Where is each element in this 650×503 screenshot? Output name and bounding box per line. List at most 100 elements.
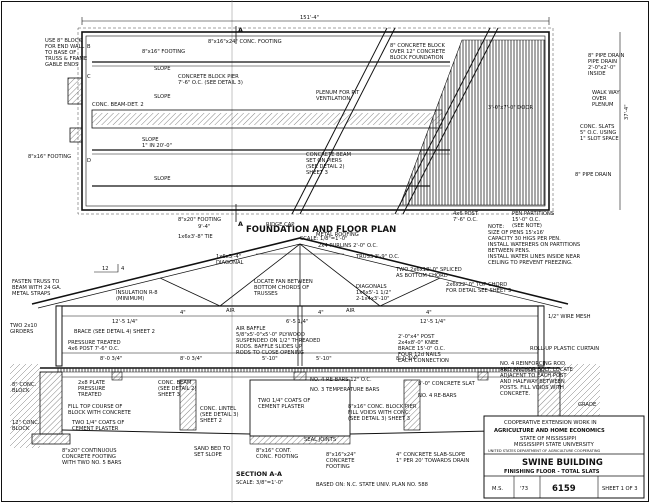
marker-b: B	[87, 44, 91, 50]
half-span-label: 9'-4"	[198, 224, 210, 230]
slope-label-3: SLOPE	[154, 176, 171, 182]
grade-label: GRADE	[578, 402, 596, 408]
slope-pit-label: SLOPE 1" IN 20'-0"	[142, 137, 172, 149]
org-line-4: MISSISSIPPI STATE UNIVERSITY	[514, 442, 595, 448]
section-marker-bottom: A	[238, 220, 243, 228]
end-wall-note: USE 8" BLOCK FOR END WALL TO BASE OF TRU…	[44, 38, 89, 68]
rebars-mid-label: NO. 4 RE-BARS	[418, 393, 457, 399]
marker-d: D	[87, 158, 91, 164]
section-marker-top: A	[238, 26, 243, 34]
dim-8-left: 8'-0 3/4"	[100, 356, 122, 362]
section-scale: SCALE: 3/8"=1'-0"	[236, 480, 283, 486]
footing-top-label: 8"x16" FOOTING	[142, 49, 185, 55]
org-line-2: AGRICULTURE AND HOME ECONOMICS	[494, 428, 605, 434]
sand-bed-label: SAND BED TO SET SLOPE	[194, 446, 232, 458]
insulation-label: INSULATION R-8 (MINIMUM)	[116, 290, 159, 302]
marker-c: C	[87, 74, 91, 80]
two-coats-mid-label: TWO 1/4" COATS OF CEMENT PLASTER	[257, 398, 312, 410]
conc-footing-label: 8"x16"x24" CONC. FOOTING	[208, 39, 282, 45]
post-label: 4x6 POST 7'-6" O.C.	[453, 211, 480, 223]
block-12-label: 12" CONC. BLOCK	[12, 420, 41, 432]
girders-label: TWO 2x10 GIRDERS	[9, 323, 39, 335]
slab-slope-label: 4" CONCRETE SLAB-SLOPE 1" PER 20' TOWARD…	[396, 452, 469, 464]
beams-on-piers-label: CONCRETE BEAM SET ON PIERS (SEE DETAIL 2…	[306, 152, 353, 176]
cont-footing-label: 8"x20" CONTINUOUS CONCRETE FOOTING WITH …	[62, 448, 121, 466]
pitch-rise: 4	[121, 266, 125, 272]
knee-brace-label: 2'-0"x4" POST 2x4x8'-0" KNEE BRACE 15'-0…	[398, 334, 449, 364]
pitch-run: 12	[102, 266, 109, 272]
overall-length: 151'-4"	[300, 15, 319, 21]
purlins-label: 2x4 PURLINS 2'-0" O.C.	[318, 243, 378, 249]
block-pier-label: CONCRETE BLOCK PIER 7'-6" O.C. (SEE DETA…	[178, 74, 243, 86]
svg-text:NOTE: SIZE OF PENS 15'x1: NOTE: SIZE OF PENS 15'x16' CAPACITY 30 H…	[488, 224, 582, 266]
air-label-left: AIR	[226, 308, 235, 314]
fasten-label: FASTEN TRUSS TO BEAM WITH 24 GA. METAL S…	[12, 279, 63, 297]
roll-curtain-label: ROLL-UP PLASTIC CURTAIN	[530, 346, 599, 352]
org-line-1: COOPERATIVE EXTENSION WORK IN	[504, 420, 597, 426]
general-note: NOTE: SIZE OF PENS 15'x16' CAPACITY 30 H…	[488, 224, 582, 266]
plan-scale: SCALE: 1/8"=1'-0"	[300, 236, 347, 242]
footing-bottom-label: 8"x20" FOOTING	[178, 217, 221, 223]
walkway-label: WALK WAY OVER PLENUM	[592, 90, 621, 108]
rebar-note: NO. 4 REINFORCING ROD AND ANCHOR BOLT. L…	[500, 361, 575, 397]
plan-number: 6159	[552, 484, 576, 494]
dim-8-right: 8'-0 3/4"	[396, 356, 418, 362]
pen-partitions-label: PEN PARTITIONS 15'-0" O.C. (SEE NOTE)	[512, 211, 556, 229]
drawing-title: SWINE BUILDING	[522, 458, 603, 468]
plan-title: FOUNDATION AND FLOOR PLAN	[246, 225, 396, 235]
dim-4-left: 4"	[180, 310, 186, 316]
conc-beam-section-label: CONC. BEAM (SEE DETAIL 2) SHEET 3	[158, 380, 198, 398]
foundation-plan: 151'-4" A A B C D USE 8" BLO	[28, 15, 630, 242]
conc-beam-label: CONC. BEAM-DET. 2	[92, 102, 144, 108]
footing-left-label: 8"x16" FOOTING	[28, 154, 71, 160]
temp-bars-label: NO. 3 TEMPERATURE BARS	[310, 387, 379, 393]
two-coats-left-label: TWO 1/4" COATS OF CEMENT PLASTER	[71, 420, 126, 432]
dim-8-mid: 8'-0 3/4"	[180, 356, 202, 362]
title-block: COOPERATIVE EXTENSION WORK IN AGRICULTUR…	[483, 415, 645, 499]
dim-mid: 6'-5 1/4"	[286, 319, 308, 325]
based-on-label: BASED ON: N.C. STATE UNIV. PLAN NO. 588	[316, 482, 428, 488]
slope-label-1: SLOPE	[154, 66, 171, 72]
series: M.S.	[492, 486, 503, 492]
top-chord-label: 2x6x22'-0" TOP CHORD FOR DETAIL SEE SHEE…	[446, 282, 511, 294]
diagonal-label: 1x6x3'-4" DIAGONAL	[216, 254, 244, 266]
sheet-number: SHEET 1 OF 3	[602, 486, 638, 492]
slat-label: 8'-0" CONCRETE SLAT	[418, 381, 476, 387]
drawing-subtitle: FINISHING FLOOR - TOTAL SLATS	[504, 469, 600, 475]
rebars-top-label: NO. 4 RE-BARS 12" O.C.	[310, 377, 372, 383]
block-wall-label: 8" CONCRETE BLOCK OVER 12" CONCRETE BLOC…	[390, 43, 447, 61]
wire-mesh-label: 1/2" WIRE MESH	[548, 314, 591, 320]
right-dim: 37'-4"	[624, 104, 630, 120]
year: '73	[520, 486, 528, 492]
pier-footing-label: 8"x16"x24" CONCRETE FOOTING	[326, 452, 357, 470]
dim-12-left: 12'-5 1/4"	[112, 319, 138, 325]
tie-label: 1x6x3'-8" TIE	[178, 234, 213, 240]
section-title: SECTION A-A	[236, 470, 282, 478]
seal-joints-label: SEAL JOINTS	[304, 437, 336, 443]
truss-label: TRUSS 3'-9" O.C.	[355, 254, 400, 260]
org-line-5: UNITED STATES DEPARTMENT OF AGRICULTURE …	[488, 449, 601, 453]
air-label-right: AIR	[346, 308, 355, 314]
conc-block-left-label: 8" CONC. BLOCK	[12, 382, 38, 394]
ridge-cap-label: RIDGE CAP	[266, 222, 294, 228]
fan-label: LOCATE FAN BETWEEN BOTTOM CHORDS OF TRUS…	[253, 279, 314, 297]
slats-label: CONC. SLATS 5" O.C. USING 1" SLOT SPACE	[580, 124, 619, 142]
treated-post-label: PRESSURE TREATED 4x6 POST 7'-6" O.C.	[68, 340, 122, 352]
two-splice-label: TWO 2x6x18'-0" SPLICED AS BOTTOM CHORD	[395, 267, 463, 279]
plate-label: 2x8 PLATE PRESSURE TREATED	[77, 380, 107, 398]
lintel-label: CONC. LINTEL (SEE DETAIL 3) SHEET 2	[200, 406, 240, 424]
dim-12-right: 12'-5 1/4"	[420, 319, 446, 325]
air-baffle-label: AIR BAFFLE 5/8"x5'-0"x5'-0" PLYWOOD SUSP…	[236, 326, 322, 356]
fill-top-label: FILL TOP COURSE OF BLOCK WITH CONCRETE	[68, 404, 131, 416]
dim-5-2: 5'-10"	[316, 356, 332, 362]
door-label: 3'-0"x7'-0" DOOR	[488, 105, 533, 111]
slope-label-2: SLOPE	[154, 94, 171, 100]
dim-4-right: 4"	[426, 310, 432, 316]
pipe-drain-bottom-label: 8" PIPE DRAIN	[575, 172, 612, 178]
dim-5-1: 5'-10"	[262, 356, 278, 362]
org-line-3: STATE OF MISSISSIPPI	[520, 436, 577, 442]
block-pier-section-label: 8"x16" CONC. BLOCK PIER FILL VOIDS WITH …	[348, 404, 418, 422]
diagonals-label: DIAGONALS 1x6x5'-1 1/2" 2-1x4x3'-10"	[356, 284, 393, 302]
